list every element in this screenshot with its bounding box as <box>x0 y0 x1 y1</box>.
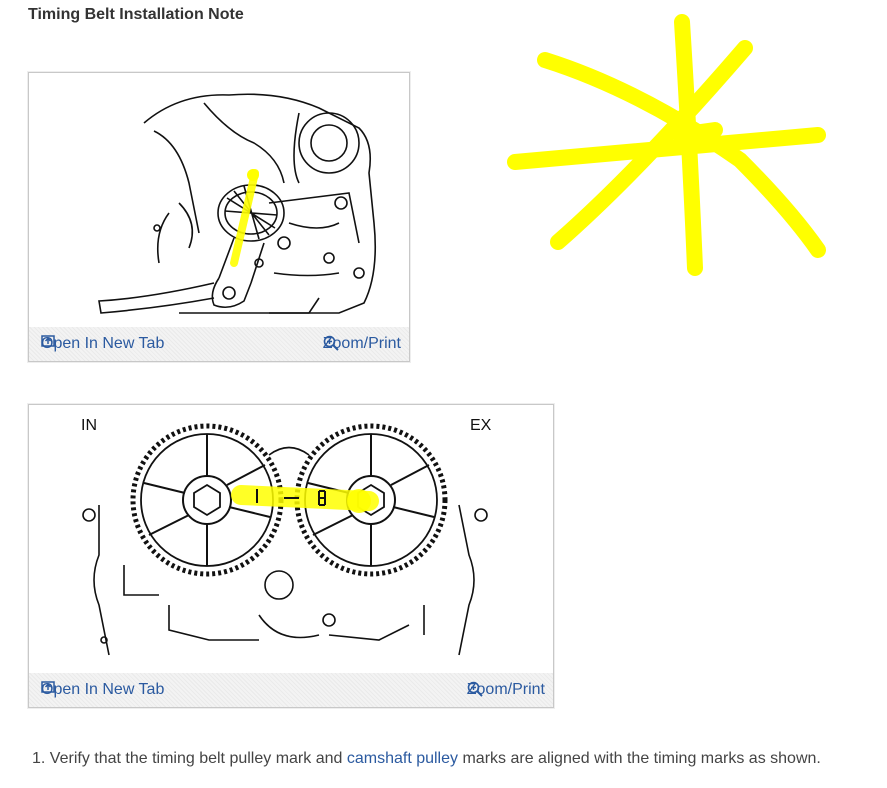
zoom-print-link[interactable]: Zoom/Print <box>467 681 545 699</box>
open-in-new-tab-link[interactable]: Open In New Tab <box>41 681 164 699</box>
page-title: Timing Belt Installation Note <box>28 6 244 23</box>
figure-camshaft-pulleys: IN EX Open In New Tab Zoom/Print <box>28 404 554 708</box>
open-in-new-tab-link[interactable]: Open In New Tab <box>41 335 164 353</box>
open-in-new-tab-icon <box>41 681 55 693</box>
figure-crankshaft-pulley: Open In New Tab Zoom/Print <box>28 72 410 362</box>
open-in-new-tab-label: Open In New Tab <box>41 335 165 352</box>
yellow-star-scribble <box>507 14 826 276</box>
zoom-in-icon <box>467 681 483 697</box>
instruction-step: 1. Verify that the timing belt pulley ma… <box>32 750 821 768</box>
figure-toolbar: Open In New Tab Zoom/Print <box>29 673 553 707</box>
crankshaft-pulley-diagram <box>98 93 377 314</box>
figure-toolbar: Open In New Tab Zoom/Print <box>29 327 409 361</box>
camshaft-pulleys-diagram <box>82 423 488 656</box>
zoom-print-link[interactable]: Zoom/Print <box>323 335 401 353</box>
open-in-new-tab-icon <box>41 335 55 347</box>
open-in-new-tab-label: Open In New Tab <box>41 681 165 698</box>
step-text-before: Verify that the timing belt pulley mark … <box>49 750 343 767</box>
step-number: 1. <box>32 750 46 767</box>
step-text-after: marks are aligned with the timing marks … <box>462 750 821 767</box>
zoom-in-icon <box>323 335 339 351</box>
intake-label: IN <box>81 417 97 434</box>
zoom-print-label: Zoom/Print <box>466 681 545 698</box>
exhaust-label: EX <box>470 417 492 434</box>
camshaft-pulley-link[interactable]: camshaft pulley <box>346 750 459 767</box>
zoom-print-label: Zoom/Print <box>322 335 401 352</box>
